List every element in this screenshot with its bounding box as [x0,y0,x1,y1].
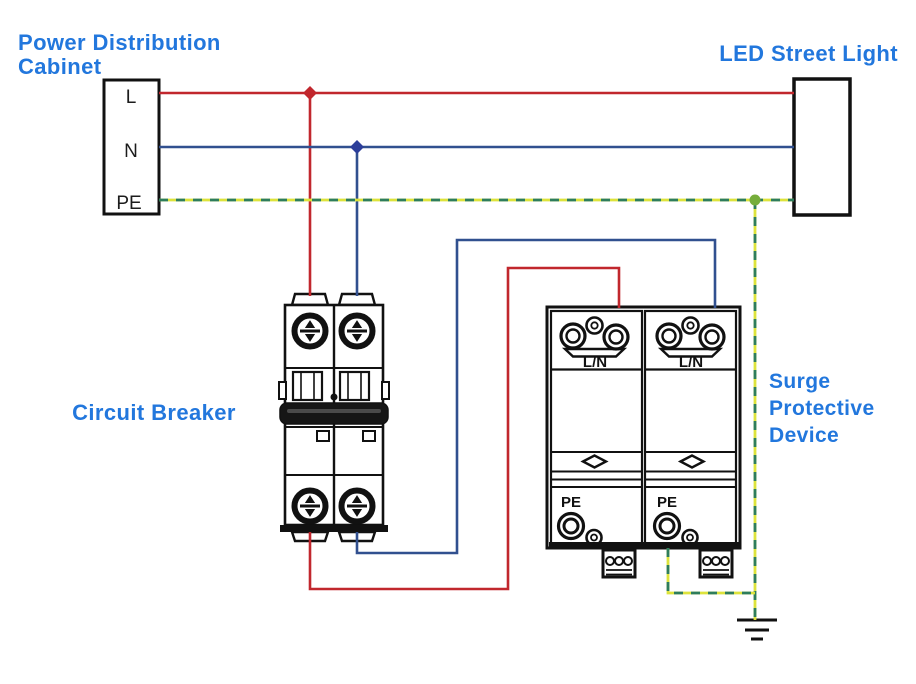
spd-left-top-label: L/N [583,354,607,371]
wire-pe [159,198,794,620]
ground-symbol-icon [737,618,777,641]
spd-right-pe-label: PE [657,494,677,511]
circuit-breaker-device [278,292,390,543]
surge-protective-device-label: Surge Protective Device [769,370,875,447]
circuit-breaker-label: Circuit Breaker [72,400,236,425]
spd-module-left-top: L/N [551,316,642,371]
breaker-toggle-handle [279,402,389,425]
screw-icon [295,316,326,347]
led-street-light-box [792,77,852,217]
screw-icon [295,491,326,522]
junction-live [303,86,317,100]
cabinet-label: Power Distribution Cabinet [18,30,221,80]
terminal-label-l: L [126,87,137,108]
spd-right-top-label: L/N [679,354,703,371]
spd-module-right-pe: PE [652,494,699,547]
junction-dots [303,86,761,206]
spd-terminal-block-right [698,548,734,579]
led-street-light-label: LED Street Light [719,41,898,66]
spd-terminal-block-left [601,548,637,579]
spd-module-right-top: L/N [645,316,736,371]
terminal-label-pe: PE [116,193,141,214]
screw-icon [342,316,373,347]
junction-pe [749,194,761,206]
junction-neutral [350,140,364,154]
terminal-label-n: N [124,141,138,162]
surge-protective-device: L/N L/N [545,305,742,579]
spd-module-left-pe: PE [556,494,603,547]
wire-neutral [159,145,794,555]
power-distribution-cabinet-box: L N PE [102,78,161,216]
screw-icon [342,491,373,522]
wire-live [159,91,794,591]
indicator-window-icon [580,454,609,469]
spd-indicator-band [551,451,736,488]
spd-left-pe-label: PE [561,494,581,511]
indicator-window-icon [677,454,707,469]
